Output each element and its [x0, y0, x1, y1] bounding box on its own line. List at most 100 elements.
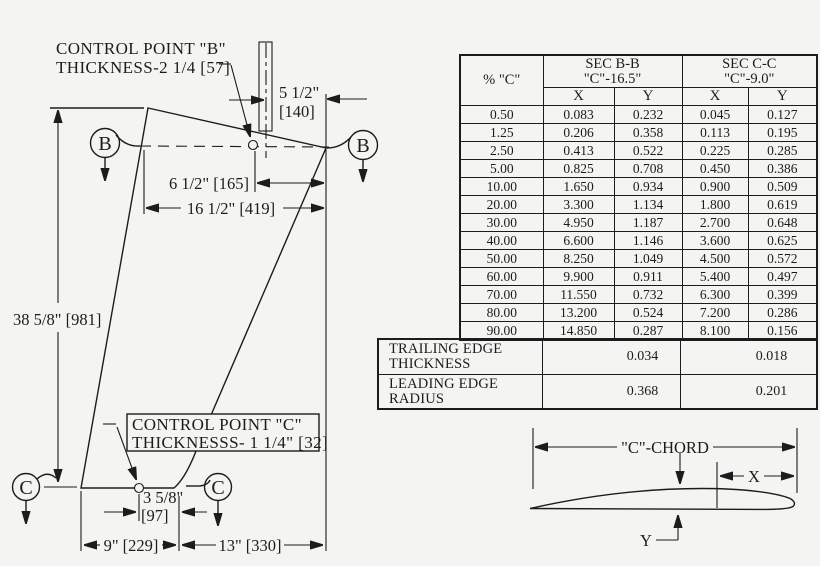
leading-edge-bb-value: 0.368 — [543, 375, 681, 408]
rudder-blade — [50, 41, 330, 494]
leading-edge-label-line2: RADIUS — [389, 391, 445, 407]
bb-y-header: Y — [613, 87, 683, 106]
table-cell: 1.25 — [459, 123, 544, 142]
stock-dimension: 5 1/2" [140] — [229, 83, 367, 121]
table-cell: 0.156 — [747, 321, 818, 341]
chord-bb-dimension: 16 1/2" [419] — [143, 150, 323, 218]
trailing-edge-bb-value: 0.034 — [543, 340, 681, 375]
table-cell: 1.187 — [613, 213, 683, 232]
leading-edge-label: LEADING EDGE RADIUS — [379, 375, 543, 408]
table-cell: 2.700 — [681, 213, 749, 232]
section-b-right-label: B — [356, 135, 369, 157]
table-cell: 1.800 — [681, 195, 749, 214]
sec-bb-subtitle: "C"-16.5" — [583, 70, 642, 87]
table-cell: 0.572 — [747, 249, 818, 268]
trailing-edge-label-line2: THICKNESS — [389, 356, 471, 372]
table-cell: 14.850 — [542, 321, 615, 341]
chord-bb-label: 16 1/2" [419] — [187, 199, 275, 218]
control-point-c-label-line2: THICKNESSS- 1 1/4" [32] — [132, 433, 328, 452]
section-b-left-label: B — [98, 133, 111, 155]
table-cell: 0.524 — [613, 303, 683, 322]
table-cell: 1.049 — [613, 249, 683, 268]
bottom-dimensions: 9" [229] 13" [330] — [80, 491, 322, 555]
table-cell: 9.900 — [542, 267, 615, 286]
chord-label: "C"-CHORD — [621, 438, 709, 457]
cpb-offset-dimension: 6 1/2" [165] — [169, 151, 323, 193]
table-cell: 8.250 — [542, 249, 615, 268]
edge-properties-table: TRAILING EDGE THICKNESS 0.034 0.018 LEAD… — [377, 338, 818, 410]
table-cell: 0.083 — [542, 105, 615, 124]
table-cell: 13.200 — [542, 303, 615, 322]
table-cell: 20.00 — [459, 195, 544, 214]
table-cell: 0.911 — [613, 267, 683, 286]
table-cell: 0.825 — [542, 159, 615, 178]
table-cell: 5.400 — [681, 267, 749, 286]
trailing-edge-label-line1: TRAILING EDGE — [389, 341, 503, 357]
sec-cc-subtitle: "C"-9.0" — [724, 70, 775, 87]
cc-x-header: X — [681, 87, 749, 106]
table-cell: 7.200 — [681, 303, 749, 322]
table-cell: 60.00 — [459, 267, 544, 286]
stock-dimension-inches: 5 1/2" — [279, 83, 319, 102]
table-cell: 1.146 — [613, 231, 683, 250]
table-cell: 1.134 — [613, 195, 683, 214]
control-point-c-marker — [133, 482, 145, 494]
trailing-edge-label: TRAILING EDGE THICKNESS — [379, 340, 543, 375]
table-cell: 0.900 — [681, 177, 749, 196]
bottom-aft-label: 13" [330] — [218, 536, 281, 555]
cpc-offset-dimension: 3 5/8" [97] — [104, 488, 207, 551]
bottom-fwd-label: 9" [229] — [104, 536, 159, 555]
leading-edge-cc-value: 0.201 — [755, 383, 788, 399]
table-cell: 0.206 — [542, 123, 615, 142]
control-point-b-callout: CONTROL POINT "B" THICKNESS-2 1/4 [57] — [56, 39, 250, 136]
cpc-offset-inches: 3 5/8" — [143, 488, 183, 507]
x-dimension-label: X — [748, 467, 760, 486]
table-cell: 0.225 — [681, 141, 749, 160]
control-point-b-marker — [247, 139, 259, 151]
table-cell: 0.287 — [613, 321, 683, 341]
table-cell: 0.708 — [613, 159, 683, 178]
cc-y-header: Y — [747, 87, 818, 106]
table-cell: 0.50 — [459, 105, 544, 124]
table-cell: 0.286 — [747, 303, 818, 322]
table-cell: 0.934 — [613, 177, 683, 196]
table-cell: 3.600 — [681, 231, 749, 250]
table-cell: 6.600 — [542, 231, 615, 250]
table-cell: 0.497 — [747, 267, 818, 286]
sec-bb-title: SEC B-B — [585, 55, 640, 72]
cpb-offset-label: 6 1/2" [165] — [169, 174, 249, 193]
span-dimension: 38 5/8" [981] — [13, 111, 101, 488]
table-cell: 0.127 — [747, 105, 818, 124]
table-cell: 90.00 — [459, 321, 544, 341]
trailing-edge-cc-value: 0.018 — [681, 340, 816, 375]
table-cell: 50.00 — [459, 249, 544, 268]
table-cell: 11.550 — [542, 285, 615, 304]
table-cell: 0.113 — [681, 123, 749, 142]
leading-edge-label-line1: LEADING EDGE — [389, 376, 499, 392]
table-cell: 0.358 — [613, 123, 683, 142]
table-cell: 70.00 — [459, 285, 544, 304]
table-header: % "C" SEC B-B "C"-16.5" SEC C-C "C"-9.0"… — [459, 54, 818, 106]
y-dimension-label: Y — [640, 531, 652, 550]
table-cell: 0.509 — [747, 177, 818, 196]
table-cell: 1.650 — [542, 177, 615, 196]
sec-bb-header: SEC B-B "C"-16.5" — [542, 54, 683, 88]
table-cell: 5.00 — [459, 159, 544, 178]
table-cell: 30.00 — [459, 213, 544, 232]
stock-dimension-mm: [140] — [279, 102, 315, 121]
section-bb-dashed-line — [139, 145, 330, 148]
